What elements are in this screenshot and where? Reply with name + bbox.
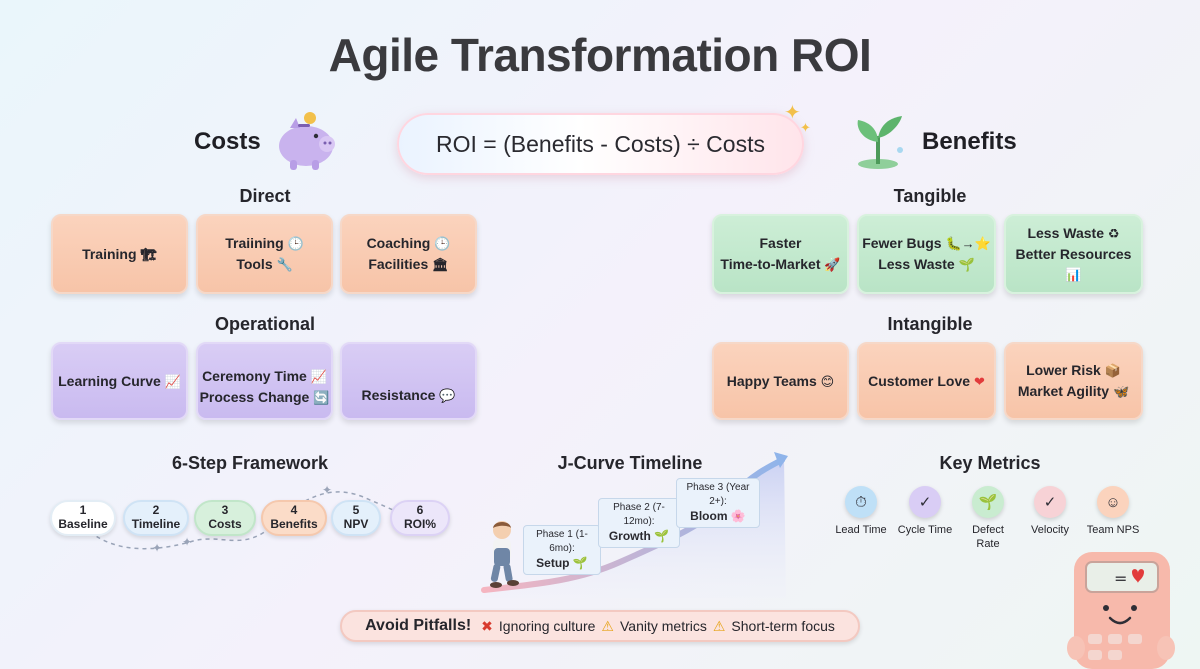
seedling-icon: 🌱 bbox=[572, 556, 588, 570]
cost-card-coaching-facilities: Coaching 🕒 Facilities 🏛 bbox=[340, 214, 477, 294]
framework-step-baseline: 1 Baseline bbox=[50, 500, 116, 536]
smile-icon: 😊 bbox=[820, 373, 835, 389]
framework-step-timeline: 2 Timeline bbox=[123, 500, 189, 536]
sprout-icon: 🌱 bbox=[972, 486, 1004, 518]
rocket-icon: 🚀 bbox=[824, 256, 841, 272]
metric-cycle-time: ✓ Cycle Time bbox=[890, 486, 960, 538]
jcurve-phase-3: Phase 3 (Year 2+): Bloom 🌸 bbox=[676, 478, 760, 528]
wrench-icon: 🔧 bbox=[276, 257, 293, 272]
building-icon: 🏛 bbox=[432, 257, 449, 272]
benefits-heading: Benefits bbox=[922, 128, 1017, 155]
pitfalls-heading: Avoid Pitfalls! bbox=[365, 617, 472, 634]
operational-heading: Operational bbox=[214, 314, 316, 334]
svg-text:=: = bbox=[1114, 569, 1127, 588]
jcurve-phase-2: Phase 2 (7-12mo): Growth 🌱 bbox=[598, 498, 680, 548]
check-icon: ✓ bbox=[909, 486, 941, 518]
cost-card-training: Training 🏗 bbox=[51, 214, 188, 294]
speech-bubble-icon: 💬 bbox=[439, 387, 456, 403]
sparkle-icon: ✦ bbox=[800, 120, 811, 135]
metric-team-nps: ☺ Team NPS bbox=[1078, 486, 1148, 538]
jcurve-phase-1: Phase 1 (1-6mo): Setup 🌱 bbox=[523, 525, 601, 575]
warning-icon: ⚠ bbox=[601, 617, 614, 634]
cross-icon: ✖ bbox=[481, 617, 493, 634]
framework-heading: 6-Step Framework bbox=[171, 453, 329, 473]
check-icon: ✓ bbox=[1034, 486, 1066, 518]
framework-step-costs: 3 Costs bbox=[194, 500, 256, 536]
flower-icon: 🌸 bbox=[730, 509, 746, 523]
cost-card-training-tools: Traiining 🕒 Tools 🔧 bbox=[196, 214, 333, 294]
costs-heading: Costs bbox=[194, 128, 261, 155]
clock-icon: 🕒 bbox=[287, 236, 304, 252]
heart-icon: ❤ bbox=[973, 373, 985, 389]
sparkle-icon: ✦ bbox=[182, 535, 192, 549]
cost-card-resistance: Resistance 💬 bbox=[340, 342, 477, 420]
pitfalls-bar: Avoid Pitfalls! ✖ Ignoring culture ⚠ Van… bbox=[340, 610, 860, 642]
framework-step-npv: 5 NPV bbox=[331, 500, 381, 536]
bug-to-star-icon: 🐛→⭐ bbox=[945, 236, 991, 252]
sparkle-icon: ✦ bbox=[152, 541, 162, 555]
cost-card-ceremony-process: Ceremony Time 📈 Process Change 🔄 bbox=[196, 342, 333, 420]
seedling-icon: 🌱 bbox=[958, 257, 975, 272]
piggy-bank-icon bbox=[279, 112, 335, 170]
warning-icon: ⚠ bbox=[712, 617, 726, 634]
benefit-card-fewer-bugs: Fewer Bugs 🐛→⭐ Less Waste 🌱 bbox=[857, 214, 996, 294]
framework-step-roi: 6 ROI% bbox=[390, 500, 450, 536]
page-title: Agile Transformation ROI bbox=[328, 29, 872, 81]
construction-icon: 🏗 bbox=[140, 246, 157, 262]
seedling-icon: 🌱 bbox=[654, 529, 670, 543]
benefit-card-time-to-market: Faster Time-to-Market 🚀 bbox=[712, 214, 849, 294]
recycle-icon: ♻ bbox=[1107, 226, 1120, 241]
jcurve-heading: J-Curve Timeline bbox=[557, 453, 703, 473]
pitfall-vanity-metrics: Vanity metrics bbox=[619, 618, 707, 634]
intangible-heading: Intangible bbox=[887, 314, 973, 334]
metric-lead-time: ⏱ Lead Time bbox=[826, 486, 896, 538]
metric-velocity: ✓ Velocity bbox=[1015, 486, 1085, 538]
sprout-icon bbox=[857, 116, 903, 169]
bar-chart-icon: 📊 bbox=[1065, 267, 1082, 283]
tangible-heading: Tangible bbox=[893, 186, 967, 206]
benefit-card-happy-teams: Happy Teams 😊 bbox=[712, 342, 849, 420]
pitfall-short-term-focus: Short-term focus bbox=[731, 618, 835, 634]
metric-defect-rate: 🌱 Defect Rate bbox=[953, 486, 1023, 552]
benefit-card-customer-love: Customer Love ❤ bbox=[857, 342, 996, 420]
benefit-card-risk-agility: Lower Risk 📦 Market Agility 🦋 bbox=[1004, 342, 1143, 420]
metrics-heading: Key Metrics bbox=[939, 453, 1041, 473]
clock-icon: 🕒 bbox=[434, 236, 451, 252]
benefit-card-better-resources: Less Waste ♻ Better Resources 📊 bbox=[1004, 214, 1143, 294]
butterfly-icon: 🦋 bbox=[1112, 384, 1130, 399]
cost-card-learning-curve: Learning Curve 📈 bbox=[51, 342, 188, 420]
framework-step-benefits: 4 Benefits bbox=[261, 500, 327, 536]
stopwatch-icon: ⏱ bbox=[845, 486, 877, 518]
package-icon: 📦 bbox=[1104, 363, 1121, 379]
calculator-mascot-icon: = bbox=[1067, 552, 1175, 669]
chart-up-icon: 📈 bbox=[164, 373, 181, 389]
sparkle-icon: ✦ bbox=[322, 483, 332, 497]
chart-up-icon: 📈 bbox=[310, 369, 327, 385]
smile-icon: ☺ bbox=[1097, 486, 1129, 518]
pitfall-ignoring-culture: Ignoring culture bbox=[498, 618, 596, 634]
direct-heading: Direct bbox=[239, 186, 291, 206]
roi-formula: ROI = (Benefits - Costs) ÷ Costs bbox=[397, 113, 804, 175]
refresh-icon: 🔄 bbox=[313, 390, 330, 405]
sparkle-icon: ✦ bbox=[784, 102, 801, 124]
walking-person-icon bbox=[490, 521, 519, 588]
